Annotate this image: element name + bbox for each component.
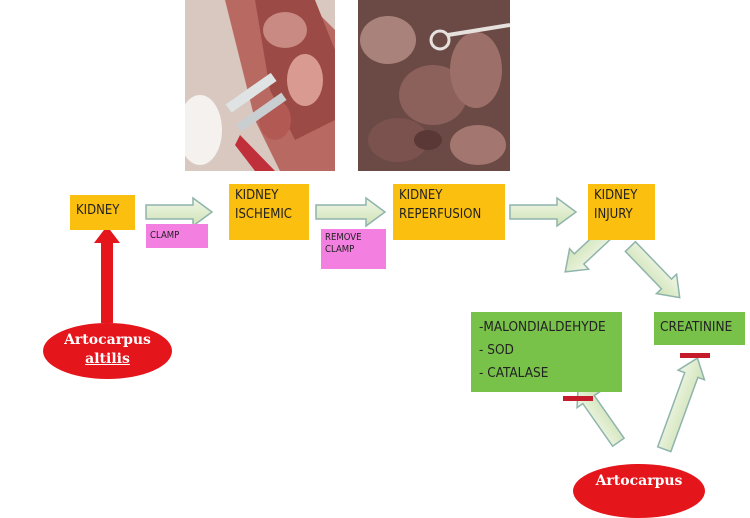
arrow-reperfusion-to-injury (509, 196, 578, 228)
inhibition-bar-creatinine (680, 353, 710, 358)
edge-label-clamp: CLAMP (146, 224, 208, 248)
arrow-injury-to-creatinine (624, 240, 681, 299)
treatment-top-line2: altilis (85, 351, 130, 367)
arrow-treatment-to-kidney (94, 226, 120, 323)
treatment-top-line1: Artocarpus (64, 332, 151, 348)
photo-kidney-clamp (185, 0, 335, 171)
node-kidney-ischemic: KIDNEY ISCHEMIC (229, 184, 309, 240)
arrow-ischemic-to-reperfusion (315, 196, 387, 228)
treatment-bottom-label: Artocarpus (595, 473, 683, 489)
clamp-photo-image (185, 0, 335, 171)
treatment-artocarpus-bottom: Artocarpus (573, 464, 705, 518)
treatment-artocarpus-altilis-top: Artocarpus altilis (43, 323, 172, 379)
arrow-treatment-to-creatinine (656, 356, 706, 453)
node-kidney-reperfusion: KIDNEY REPERFUSION (393, 184, 505, 240)
reperfusion-photo-image (358, 0, 510, 171)
inhibition-bar-markers (563, 396, 593, 401)
node-kidney: KIDNEY (70, 195, 135, 230)
marker-creatinine-box: CREATININE (654, 312, 745, 345)
node-kidney-injury: KIDNEY INJURY (588, 184, 655, 240)
arrow-kidney-to-ischemic (145, 196, 214, 228)
marker-list-box: -MALONDIALDEHYDE - SOD - CATALASE (471, 312, 622, 392)
photo-kidney-reperfusion (358, 0, 510, 171)
edge-label-remove-clamp: REMOVE CLAMP (321, 229, 386, 269)
